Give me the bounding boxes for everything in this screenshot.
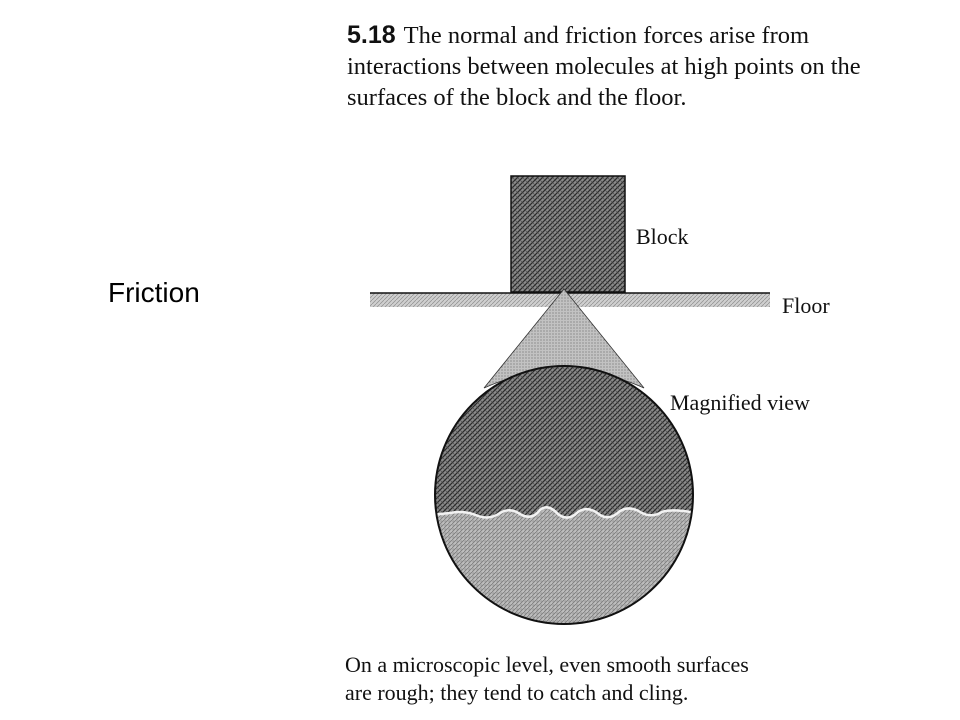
figure-number: 5.18 bbox=[347, 21, 396, 49]
figure-caption-text: The normal and friction forces arise fro… bbox=[347, 22, 861, 111]
magnified-view-label: Magnified view bbox=[670, 390, 810, 415]
bottom-caption-line-1: On a microscopic level, even smooth surf… bbox=[345, 652, 749, 677]
block-label: Block bbox=[636, 224, 689, 249]
block bbox=[510, 175, 626, 293]
bottom-caption-line-2: are rough; they tend to catch and cling. bbox=[345, 680, 689, 705]
floor-label: Floor bbox=[782, 293, 830, 318]
magnified-view bbox=[435, 366, 693, 624]
rough-surface bbox=[435, 507, 693, 624]
magnified-circle-outline bbox=[434, 365, 694, 625]
bottom-caption: On a microscopic level, even smooth surf… bbox=[345, 651, 885, 707]
slide-title: Friction bbox=[108, 277, 200, 308]
